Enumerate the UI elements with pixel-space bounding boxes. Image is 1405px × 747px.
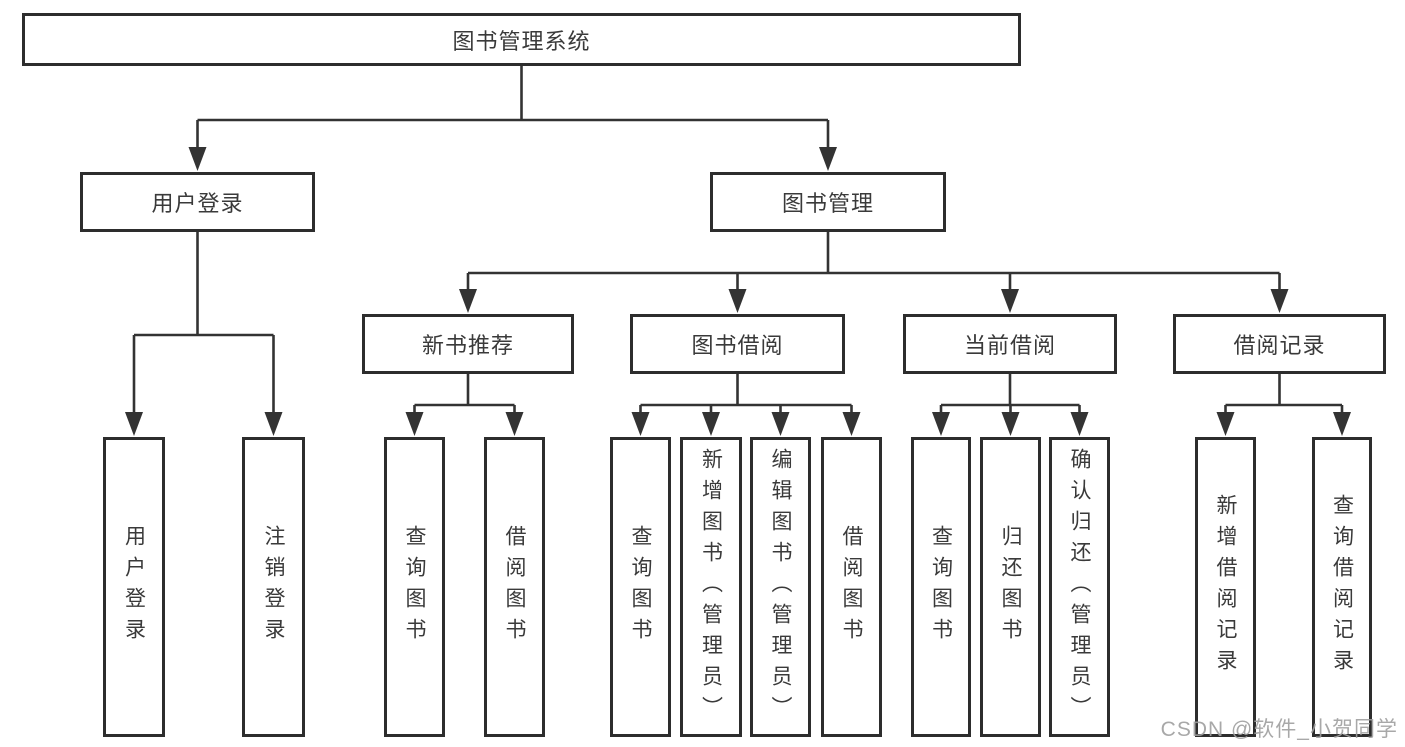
node-library-management-system: 图书管理系统: [22, 13, 1021, 66]
leaf-logout: 注销登录: [242, 437, 305, 737]
leaf-borrow-books-recommend: 借阅图书: [484, 437, 545, 737]
leaf-query-books-recommend: 查询图书: [384, 437, 445, 737]
leaf-borrow-books-borrowing: 借阅图书: [821, 437, 882, 737]
leaf-user-login: 用户登录: [103, 437, 165, 737]
leaf-add-book-admin: 新增图书（管理员）: [680, 437, 742, 737]
node-borrowing-records: 借阅记录: [1173, 314, 1386, 374]
leaf-return-books: 归还图书: [980, 437, 1041, 737]
leaf-edit-book-admin: 编辑图书（管理员）: [750, 437, 811, 737]
node-user-login: 用户登录: [80, 172, 315, 232]
leaf-query-borrow-record: 查询借阅记录: [1312, 437, 1372, 737]
leaf-add-borrow-record: 新增借阅记录: [1195, 437, 1256, 737]
node-new-book-recommendation: 新书推荐: [362, 314, 574, 374]
node-current-borrowing: 当前借阅: [903, 314, 1117, 374]
leaf-query-books-borrowing: 查询图书: [610, 437, 671, 737]
leaf-confirm-return-admin: 确认归还（管理员）: [1049, 437, 1110, 737]
node-book-management: 图书管理: [710, 172, 946, 232]
leaf-query-books-current: 查询图书: [911, 437, 971, 737]
csdn-watermark: CSDN @软件_小贺同学: [1160, 718, 1398, 741]
node-book-borrowing: 图书借阅: [630, 314, 845, 374]
